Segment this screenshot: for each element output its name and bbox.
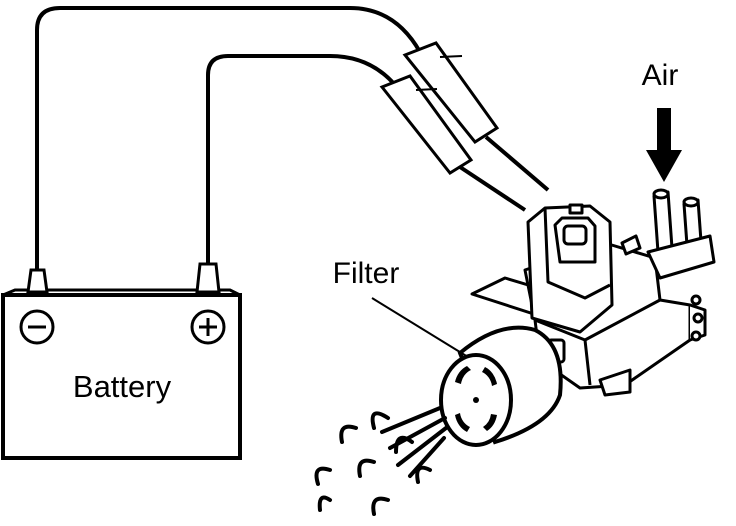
battery-top-edge bbox=[2, 288, 241, 297]
positive-probe bbox=[379, 74, 527, 212]
plus-circle-icon bbox=[190, 309, 226, 345]
positive-terminal-post bbox=[195, 262, 221, 294]
filter bbox=[439, 325, 563, 447]
test-leads bbox=[35, 6, 422, 272]
filter-label: Filter bbox=[333, 257, 400, 290]
air-discharge-icon bbox=[314, 406, 448, 516]
battery-label: Battery bbox=[73, 369, 172, 404]
air-inlet-port bbox=[652, 190, 674, 254]
filter-leader-line bbox=[371, 297, 469, 358]
negative-terminal-post bbox=[26, 268, 49, 294]
negative-probe bbox=[402, 41, 550, 192]
positive-lead-wire bbox=[206, 54, 397, 266]
battery: Battery bbox=[1, 262, 242, 460]
vacuum-switching-valve bbox=[470, 188, 716, 397]
negative-lead-wire bbox=[35, 6, 422, 272]
minus-circle-icon bbox=[19, 309, 55, 345]
arrow-down-icon bbox=[646, 108, 682, 182]
filter-vents-icon bbox=[455, 366, 497, 432]
air-label: Air bbox=[642, 59, 679, 92]
